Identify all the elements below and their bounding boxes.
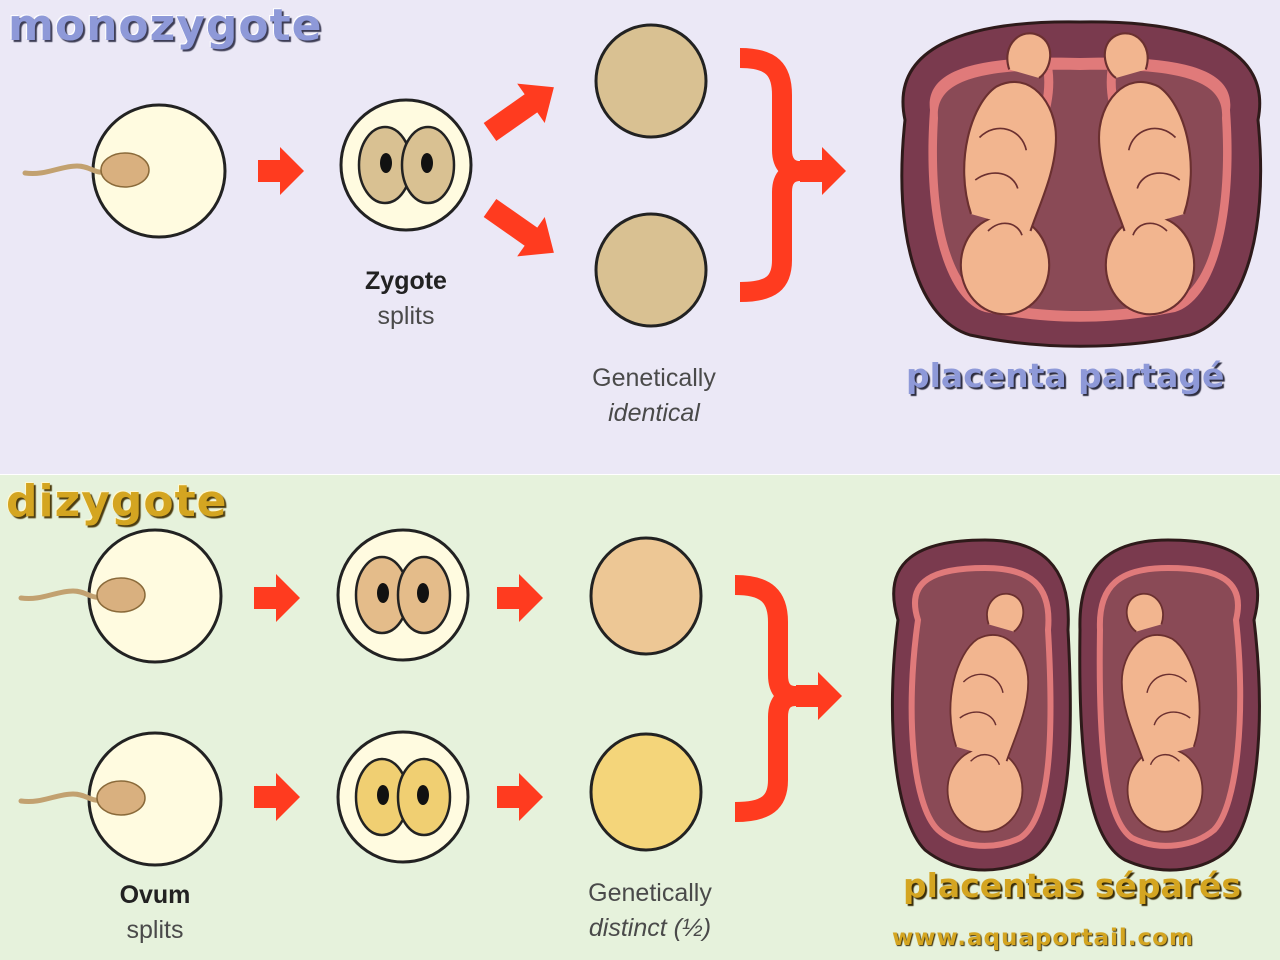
ovum-splits-label: splits xyxy=(126,916,184,944)
genetically-label-di: Genetically xyxy=(588,879,712,907)
mono-arrow-split-down xyxy=(483,198,554,257)
zygote-splits-label: splits xyxy=(377,302,435,330)
mono-bracket xyxy=(739,48,846,302)
heading-monozygote: monozygote xyxy=(8,0,323,51)
di-ovum-1 xyxy=(21,528,223,664)
zygote-label: Zygote xyxy=(365,267,447,295)
heading-dizygote: dizygote xyxy=(6,476,228,527)
di-zygote-1 xyxy=(336,528,470,662)
di-zygote-2 xyxy=(336,730,470,864)
identical-label: identical xyxy=(608,399,700,427)
di-arrow-2b xyxy=(497,773,543,821)
mono-embryo-1 xyxy=(594,23,708,139)
placentas-separes-label: placentas séparés xyxy=(903,866,1242,905)
distinct-caption: Genetically distinct (½) xyxy=(540,876,760,946)
ovum-splits-caption: Ovum splits xyxy=(45,878,265,948)
di-arrow-1a xyxy=(254,574,300,622)
di-embryo-2 xyxy=(589,732,703,852)
distinct-label: distinct (½) xyxy=(588,914,712,942)
zygote-splits-caption: Zygote splits xyxy=(296,264,516,334)
di-embryo-1 xyxy=(589,536,703,656)
separate-placentas-illustration xyxy=(890,538,1261,872)
genetically-label-mono: Genetically xyxy=(592,364,716,392)
di-ovum-2 xyxy=(21,731,223,867)
di-bracket xyxy=(734,575,842,822)
identical-caption: Genetically identical xyxy=(544,361,764,431)
di-arrow-1b xyxy=(254,773,300,821)
mono-arrow-split-up xyxy=(483,83,554,142)
mono-embryo-2 xyxy=(594,212,708,328)
watermark: www.aquaportail.com xyxy=(892,925,1194,951)
mono-ovum xyxy=(25,103,227,239)
mono-arrow-1 xyxy=(258,147,304,195)
mono-zygote xyxy=(339,98,473,232)
shared-placenta-illustration xyxy=(900,20,1263,348)
ovum-label: Ovum xyxy=(119,881,191,909)
panel-divider xyxy=(0,474,1280,475)
di-arrow-2a xyxy=(497,574,543,622)
placenta-partage-label: placenta partagé xyxy=(906,356,1225,395)
